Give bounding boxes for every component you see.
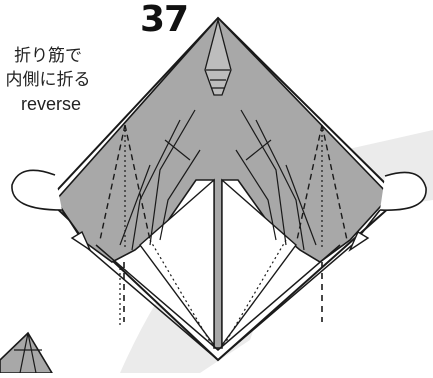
left-valley-dots	[119, 125, 213, 346]
right-valley-dots	[223, 125, 323, 346]
right-reverse-fold-arrow-icon	[348, 171, 427, 252]
instruction-line-1: 折り筋で	[14, 46, 82, 66]
left-inner-flaps	[119, 109, 201, 251]
next-step-partial-figure	[0, 331, 54, 374]
lower-edges	[77, 239, 359, 361]
instruction-line-2: 内側に折る	[5, 70, 91, 90]
instruction-text: 折り筋で 内側に折る reverse	[0, 44, 96, 116]
left-reverse-fold-arrow-icon	[11, 169, 92, 252]
right-inner-flaps	[235, 109, 317, 251]
center-slit	[139, 178, 297, 348]
top-tip-detail	[204, 17, 232, 96]
step-number: 37	[140, 0, 189, 40]
instruction-line-3: reverse	[20, 94, 82, 114]
